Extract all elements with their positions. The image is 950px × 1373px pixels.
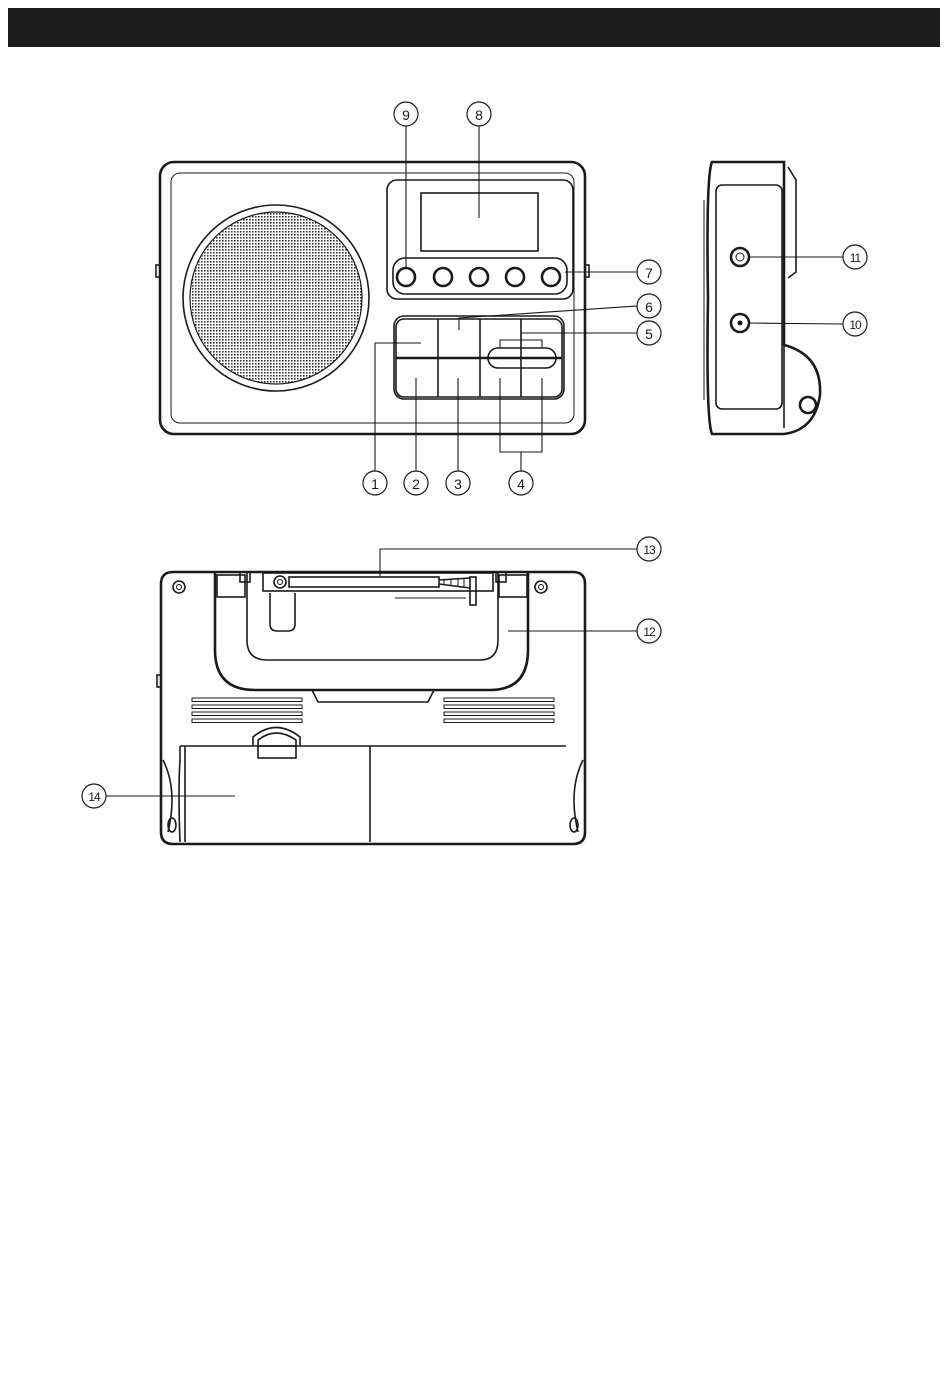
- callout-label: 14: [88, 790, 101, 804]
- callout-7: 7: [637, 260, 661, 284]
- callout-label: 9: [402, 107, 410, 123]
- preset-button-4[interactable]: [506, 268, 524, 286]
- vent-slots-left: [192, 698, 302, 723]
- callout-label: 8: [475, 107, 483, 123]
- side-grip-right: [570, 760, 583, 832]
- callout-4: 4: [509, 471, 533, 495]
- callout-9: 9: [394, 102, 418, 126]
- callout-label: 13: [643, 543, 656, 557]
- callout-6: 6: [637, 294, 661, 318]
- callout-label: 10: [849, 318, 862, 332]
- callout-label: 11: [850, 251, 862, 265]
- preset-button-2[interactable]: [434, 268, 452, 286]
- preset-button-5[interactable]: [542, 268, 560, 286]
- callout-8: 8: [467, 102, 491, 126]
- callout-13: 13: [637, 537, 661, 561]
- screw: [535, 581, 547, 593]
- callout-1: 1: [363, 471, 387, 495]
- callout-10: 10: [843, 312, 867, 336]
- antenna[interactable]: [263, 573, 493, 631]
- dc-in-jack[interactable]: [731, 314, 749, 332]
- callout-label: 6: [645, 299, 653, 315]
- side-view: [704, 162, 820, 434]
- callout-label: 5: [645, 326, 653, 342]
- preset-button-row: [393, 258, 567, 294]
- callout-label: 7: [645, 265, 653, 281]
- carry-handle[interactable]: [215, 572, 528, 690]
- callout-label: 3: [454, 476, 462, 492]
- callout-label: 2: [412, 476, 420, 492]
- speaker-grille: [183, 205, 369, 391]
- callout-14: 14: [82, 784, 106, 808]
- handle-recess: [312, 690, 434, 702]
- preset-button-3[interactable]: [470, 268, 488, 286]
- preset-button-1[interactable]: [397, 268, 415, 286]
- keypad: [394, 316, 564, 399]
- headphone-jack[interactable]: [731, 248, 749, 266]
- back-view: [157, 572, 585, 844]
- front-view: [156, 162, 589, 434]
- vent-slots-right: [444, 698, 554, 723]
- battery-cover[interactable]: [179, 728, 370, 843]
- callout-11: 11: [843, 245, 867, 269]
- callout-3: 3: [446, 471, 470, 495]
- callout-12: 12: [637, 619, 661, 643]
- screw: [173, 581, 185, 593]
- callout-label: 12: [643, 625, 656, 639]
- callout-2: 2: [404, 471, 428, 495]
- callout-label: 1: [371, 476, 379, 492]
- callout-5: 5: [637, 321, 661, 345]
- callout-label: 4: [517, 476, 525, 492]
